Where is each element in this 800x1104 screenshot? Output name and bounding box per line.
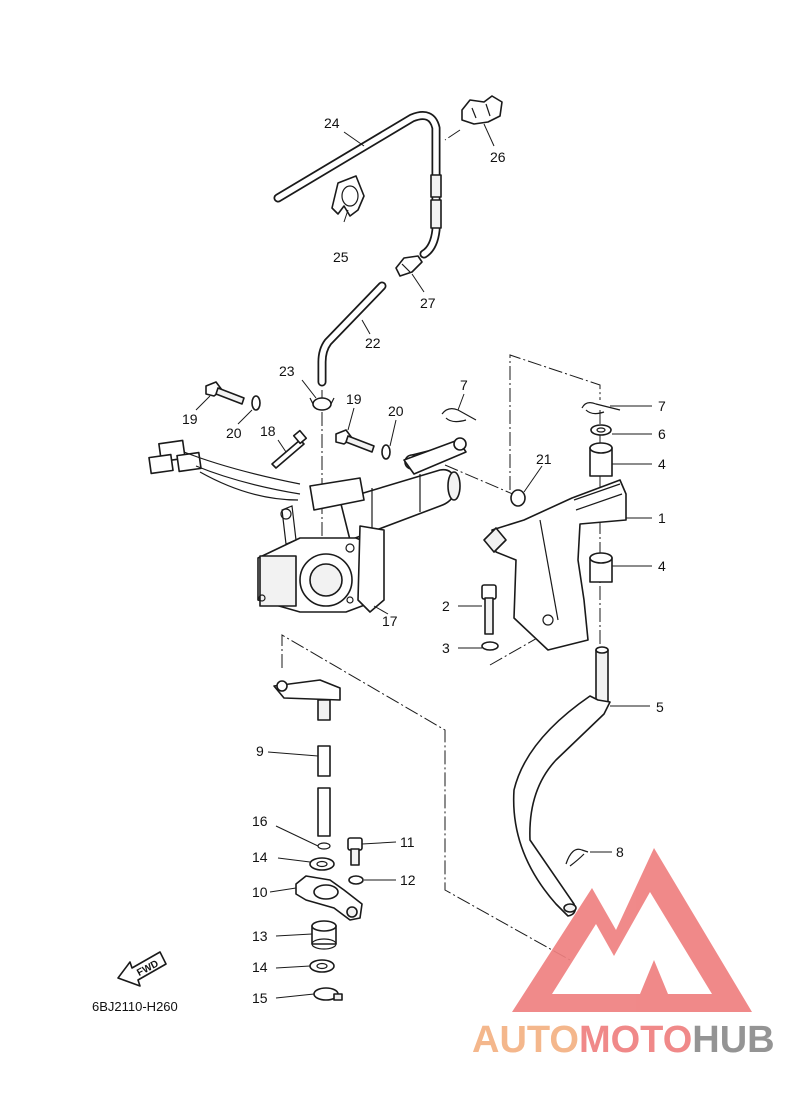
- washer-14-bottom: [309, 959, 335, 973]
- wire-harness: [148, 439, 301, 501]
- watermark-moto: MOTO: [579, 1019, 692, 1061]
- collar-4-top: [589, 442, 613, 477]
- watermark-triangle-icon: [512, 848, 752, 1012]
- clip-7-right: [581, 402, 621, 415]
- hose-22: [317, 281, 387, 387]
- callout-19-right: 19: [346, 391, 362, 407]
- bolt-19-left: [205, 381, 245, 405]
- fwd-label: FWD: [135, 958, 160, 978]
- hose-24: [273, 111, 442, 259]
- washer-20-left: [251, 395, 261, 411]
- callout-14-top: 14: [252, 849, 268, 865]
- watermark-auto: AUTO: [472, 1019, 579, 1061]
- clamp-23: [309, 397, 335, 411]
- svg-text:AUTOMOTOHUB: AUTOMOTOHUB: [472, 1019, 775, 1061]
- callout-7-left: 7: [460, 377, 468, 393]
- link-rod: [403, 437, 467, 475]
- o-ring-16: [317, 842, 331, 850]
- washer-14-top: [309, 857, 335, 871]
- callout-10: 10: [252, 884, 268, 900]
- callout-4-bottom: 4: [658, 558, 666, 574]
- cable-tie-18: [271, 429, 308, 469]
- fwd-arrow-icon: FWD: [117, 951, 167, 987]
- callout-3: 3: [442, 640, 450, 656]
- callout-26: 26: [490, 149, 506, 165]
- callout-16: 16: [252, 813, 268, 829]
- clip-7-left: [441, 408, 477, 423]
- callout-6: 6: [658, 426, 666, 442]
- callout-17: 17: [382, 613, 398, 629]
- diagram-code: 6BJ2110-H260: [92, 999, 178, 1014]
- lever-arm-5: [512, 646, 611, 917]
- callout-7-right: 7: [658, 398, 666, 414]
- callout-23: 23: [279, 363, 295, 379]
- bolt-2: [481, 584, 497, 635]
- clip-8: [565, 848, 589, 867]
- washer-3: [481, 641, 499, 651]
- leader-lines: [195, 123, 652, 999]
- bushing-21: [510, 489, 526, 507]
- callout-2: 2: [442, 598, 450, 614]
- callout-22: 22: [365, 335, 381, 351]
- watermark-hub: HUB: [692, 1019, 774, 1061]
- callout-21: 21: [536, 451, 552, 467]
- callout-27: 27: [420, 295, 436, 311]
- circlip-15: [313, 987, 343, 1001]
- callout-18: 18: [260, 423, 276, 439]
- lever-10: [295, 875, 363, 921]
- collar-4-bottom: [589, 552, 613, 583]
- callout-20-left: 20: [226, 425, 242, 441]
- washer-12: [348, 875, 364, 885]
- callout-11: 11: [400, 834, 415, 850]
- callout-13: 13: [252, 928, 268, 944]
- callout-12: 12: [400, 872, 416, 888]
- nipple-27: [395, 255, 423, 277]
- callout-8: 8: [616, 844, 624, 860]
- clamp-25: [331, 175, 365, 217]
- callout-5: 5: [656, 699, 664, 715]
- callout-24: 24: [324, 115, 340, 131]
- callout-labels: 24 25 26 27 22 23 19 20 19 20 18 7 21 7 …: [182, 115, 666, 1006]
- bolt-11: [347, 837, 363, 866]
- callout-4-top: 4: [658, 456, 666, 472]
- callout-9: 9: [256, 743, 264, 759]
- bracket-1: [483, 479, 627, 651]
- callout-19-left: 19: [182, 411, 198, 427]
- bushing-13: [311, 920, 337, 950]
- washer-6: [590, 424, 612, 436]
- callout-14-bottom: 14: [252, 959, 268, 975]
- callout-25: 25: [333, 249, 349, 265]
- watermark-logo: AUTOMOTOHUB: [472, 848, 775, 1061]
- washer-20-right: [381, 444, 391, 460]
- shaft-9: [273, 679, 341, 837]
- callout-20-right: 20: [388, 403, 404, 419]
- clip-26: [461, 95, 503, 125]
- trim-motor-17: [257, 447, 461, 613]
- callout-1: 1: [658, 510, 666, 526]
- callout-15: 15: [252, 990, 268, 1006]
- bolt-19-right: [335, 429, 375, 453]
